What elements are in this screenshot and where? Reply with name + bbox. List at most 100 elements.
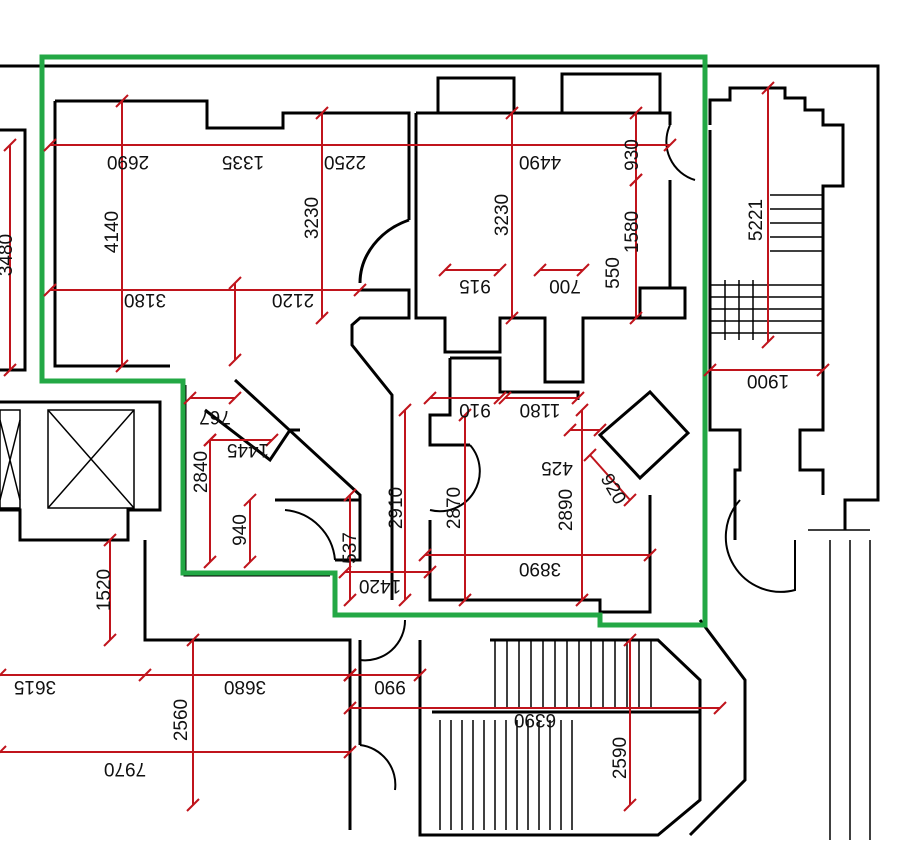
dimension-tick bbox=[505, 311, 519, 325]
dim-3230a: 3230 bbox=[302, 197, 323, 239]
dimension-tick bbox=[343, 745, 357, 759]
dim-2890: 2890 bbox=[556, 489, 577, 531]
dim-3480: 3480 bbox=[0, 234, 17, 276]
dimension-labels: 2690 1335 2250 4490 930 4140 3230 3230 1… bbox=[0, 139, 789, 779]
stair-tower-left bbox=[708, 130, 742, 540]
dimension-tick bbox=[0, 745, 7, 754]
elevator-shaft-left bbox=[0, 409, 21, 509]
dimension-tick bbox=[629, 106, 643, 120]
door-arc-tower bbox=[724, 499, 796, 593]
dim-767: 767 bbox=[199, 406, 231, 427]
dim-1580: 1580 bbox=[622, 211, 643, 253]
wall-lower-right bbox=[490, 638, 702, 837]
dimension-tick bbox=[228, 276, 242, 290]
dim-1420: 1420 bbox=[359, 575, 401, 596]
dimension-tick bbox=[138, 668, 152, 682]
dimension-tick bbox=[533, 263, 547, 277]
dim-940: 940 bbox=[230, 514, 251, 546]
dim-2910: 2910 bbox=[386, 487, 407, 529]
dimension-tick bbox=[3, 363, 17, 377]
dim-2840: 2840 bbox=[191, 451, 212, 493]
wall-mid-top bbox=[450, 356, 580, 400]
dimension-tick bbox=[438, 263, 452, 277]
dim-1335: 1335 bbox=[222, 151, 264, 172]
wall-lower-stair bbox=[418, 640, 580, 837]
dim-3890: 3890 bbox=[519, 558, 561, 579]
dimension-tick bbox=[315, 106, 329, 120]
dim-2870: 2870 bbox=[444, 487, 465, 529]
dimension-tick bbox=[265, 433, 279, 447]
dimension-tick bbox=[343, 488, 357, 502]
dimension-tick bbox=[186, 798, 200, 812]
dim-550: 550 bbox=[603, 257, 624, 289]
elevator-block bbox=[0, 400, 162, 542]
door-arc-right bbox=[665, 124, 696, 181]
dimension-tick bbox=[228, 391, 242, 405]
dimension-tick bbox=[186, 633, 200, 647]
dim-3680: 3680 bbox=[224, 676, 266, 697]
top-box-left bbox=[436, 76, 516, 115]
wall-outer-right-lower bbox=[688, 619, 747, 837]
dim-700: 700 bbox=[549, 275, 581, 296]
dimension-tick bbox=[203, 433, 217, 447]
dimension-tick bbox=[761, 335, 775, 349]
dimension-tick bbox=[663, 138, 677, 152]
dim-537: 537 bbox=[340, 532, 361, 564]
dim-1520: 1520 bbox=[94, 569, 115, 611]
dim-915: 915 bbox=[459, 275, 491, 296]
dimension-tick bbox=[576, 263, 590, 277]
dim-2120: 2120 bbox=[272, 289, 314, 310]
dimension-tick bbox=[243, 555, 257, 569]
dimension-tick bbox=[43, 138, 57, 152]
door-arc-hall bbox=[284, 509, 336, 561]
door-arc-mid bbox=[429, 444, 481, 513]
dimension-tick bbox=[629, 311, 643, 325]
dimension-tick bbox=[703, 363, 717, 377]
dimension-tick bbox=[571, 391, 585, 405]
top-box-right bbox=[560, 72, 662, 115]
dim-2560: 2560 bbox=[171, 699, 192, 741]
dimension-tick bbox=[398, 593, 412, 607]
wall-left-room bbox=[53, 101, 170, 368]
stairs bbox=[439, 194, 823, 830]
door-arc-upper bbox=[358, 218, 410, 284]
dimension-tick bbox=[115, 94, 129, 108]
stair-tower bbox=[708, 86, 845, 495]
dim-1900: 1900 bbox=[747, 370, 789, 391]
dimension-tick bbox=[575, 403, 589, 417]
wall-middle-column bbox=[350, 288, 411, 600]
dimension-tick bbox=[203, 555, 217, 569]
dimension-tick bbox=[338, 565, 352, 579]
dim-2250: 2250 bbox=[324, 151, 366, 172]
dimension-tick bbox=[458, 408, 472, 422]
dimension-tick bbox=[423, 391, 437, 405]
dimension-tick bbox=[575, 593, 589, 607]
dimension-tick bbox=[343, 701, 357, 715]
dimension-tick bbox=[343, 668, 357, 682]
dimension-tick bbox=[423, 565, 437, 579]
dimension-tick bbox=[183, 391, 197, 405]
dimension-tick bbox=[623, 798, 637, 812]
wall-hall-diagonal bbox=[233, 378, 362, 562]
dim-425: 425 bbox=[541, 457, 573, 478]
dimension-tick bbox=[115, 359, 129, 373]
wall-top-left bbox=[55, 99, 411, 220]
street-lines bbox=[808, 529, 871, 840]
dimension-tick bbox=[505, 106, 519, 120]
dimension-tick bbox=[0, 668, 7, 677]
dimension-tick bbox=[103, 633, 117, 647]
dim-3230b: 3230 bbox=[492, 194, 513, 236]
dimension-tick bbox=[623, 633, 637, 647]
walls bbox=[0, 64, 880, 840]
dimension-tick bbox=[458, 593, 472, 607]
dim-930: 930 bbox=[622, 139, 643, 171]
dimension-tick bbox=[623, 493, 637, 507]
dim-1180: 1180 bbox=[520, 399, 561, 420]
wall-hall-inner bbox=[204, 408, 300, 463]
dimension-tick bbox=[315, 311, 329, 325]
elevator-x-left bbox=[0, 419, 21, 501]
unit-boundary bbox=[39, 54, 708, 628]
dimension-tick bbox=[816, 363, 830, 377]
wall-mid-left bbox=[428, 358, 470, 447]
